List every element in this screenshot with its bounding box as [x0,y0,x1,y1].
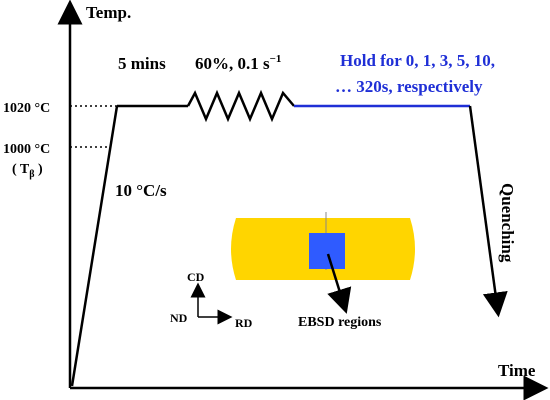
hold-time-label: 5 mins [118,54,166,73]
y-axis-label: Temp. [86,3,131,22]
cd-label: CD [187,270,205,284]
quenching-label: Quenching [498,183,517,263]
temp-1020-label: 1020 °C [3,101,50,116]
hold-description-line1: Hold for 0, 1, 3, 5, 10, [340,51,495,70]
deformation-label: 60%, 0.1 s−1 [195,53,281,73]
heating-ramp-line [70,105,119,387]
ebsd-region-square [309,233,345,269]
beta-transus-label: ( Tβ ) [12,162,43,180]
x-axis-label: Time [498,361,536,380]
quench-line [468,105,508,318]
heating-rate-label: 10 °C/s [115,181,167,200]
deformation-zigzag [186,89,295,123]
ebsd-regions-label: EBSD regions [298,315,382,330]
ebsd-pointer-arrow [326,253,352,314]
rd-label: RD [235,316,253,330]
hold-description-line2: … 320s, respectively [335,77,483,96]
nd-label: ND [170,311,188,325]
temp-1000-label: 1000 °C [3,142,50,157]
